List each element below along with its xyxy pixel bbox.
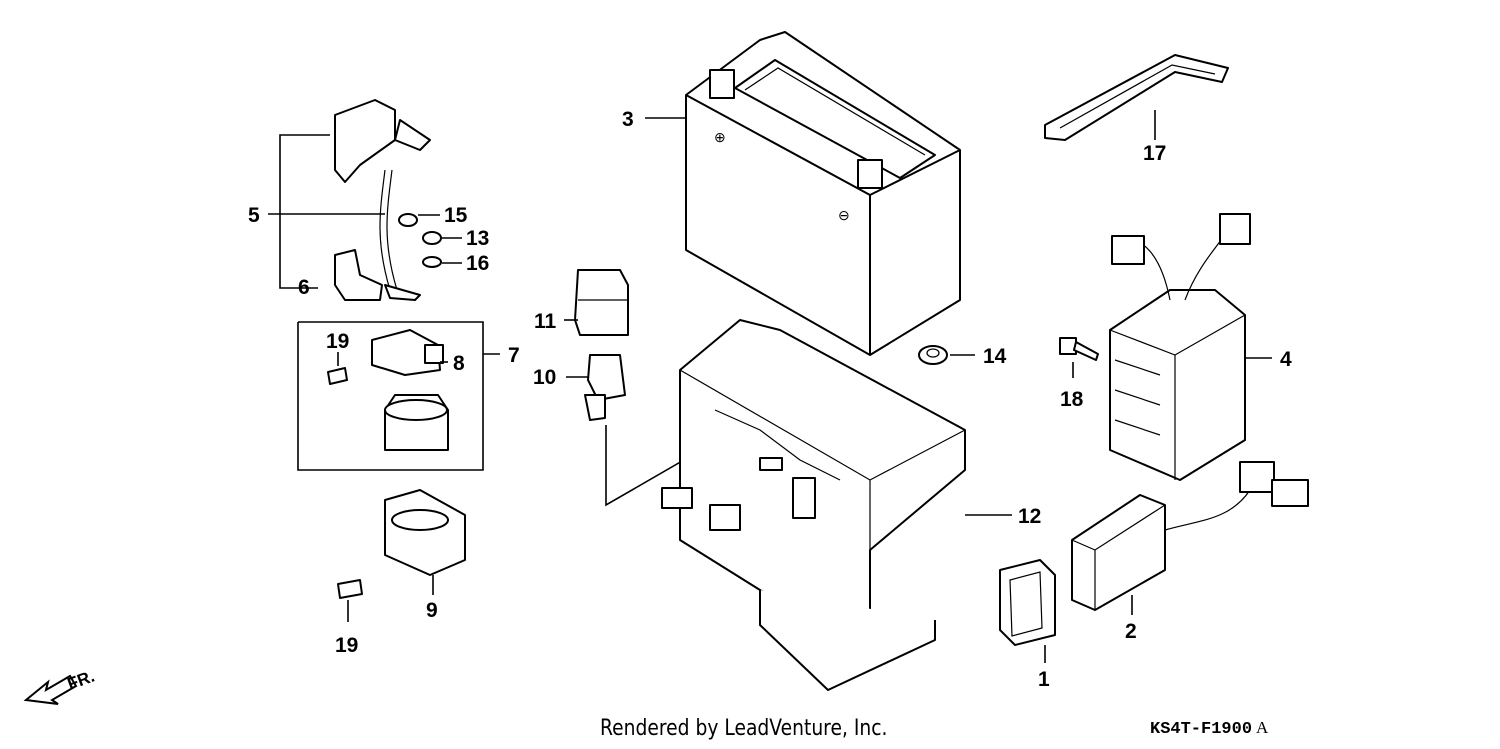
relay-11[interactable] [574,269,629,336]
callout-14: 14 [983,345,1007,368]
fuse-19-bottom[interactable] [337,579,363,599]
callout-6: 6 [298,276,310,299]
callout-19-top: 19 [326,330,349,353]
grommet[interactable] [918,345,948,365]
callout-4: 4 [1280,348,1292,371]
callout-11: 11 [534,310,557,333]
callout-8: 8 [453,352,465,375]
relay-body[interactable] [384,394,449,451]
callout-16: 16 [466,252,489,275]
callout-7: 7 [508,344,520,367]
relay-cover[interactable] [371,329,444,376]
diagram-code-main: KS4T-F1900 [1150,720,1253,739]
front-direction-label: FR. [65,667,97,694]
callout-5: 5 [248,204,260,227]
svg-text:⊕: ⊕ [714,129,726,145]
front-direction-arrow: FR. [23,667,97,705]
washer-16[interactable] [422,256,442,268]
callout-2: 2 [1125,620,1137,643]
nut-13[interactable] [422,231,442,245]
relay-10[interactable] [584,354,626,421]
control-unit[interactable] [1071,461,1309,611]
relay-holder[interactable] [384,489,466,576]
cable-cover-upper[interactable] [334,99,396,183]
diagram-code-suffix: A [1256,718,1269,737]
callout-19-bottom: 19 [335,634,358,657]
callout-10: 10 [533,366,556,389]
battery-strap[interactable] [1044,54,1229,141]
regulator-rectifier[interactable] [1109,213,1251,481]
bolt[interactable] [1059,337,1099,361]
callout-18: 18 [1060,388,1084,411]
battery[interactable]: ⊕ ⊖ [685,31,961,356]
callout-12: 12 [1018,505,1041,528]
svg-text:⊖: ⊖ [838,207,850,223]
fuse-19-top[interactable] [327,367,348,385]
callout-17: 17 [1143,142,1166,165]
callout-1: 1 [1038,668,1050,691]
render-credit: Rendered by LeadVenture, Inc. [600,716,888,741]
battery-cable[interactable] [379,119,431,301]
callout-9: 9 [426,599,438,622]
cable-cover-lower[interactable] [334,249,383,301]
rubber-band[interactable] [999,559,1056,646]
callout-15: 15 [444,204,468,227]
nut-15[interactable] [398,213,418,227]
battery-box[interactable] [661,319,966,691]
callout-3: 3 [622,108,634,131]
callout-13: 13 [466,227,489,250]
